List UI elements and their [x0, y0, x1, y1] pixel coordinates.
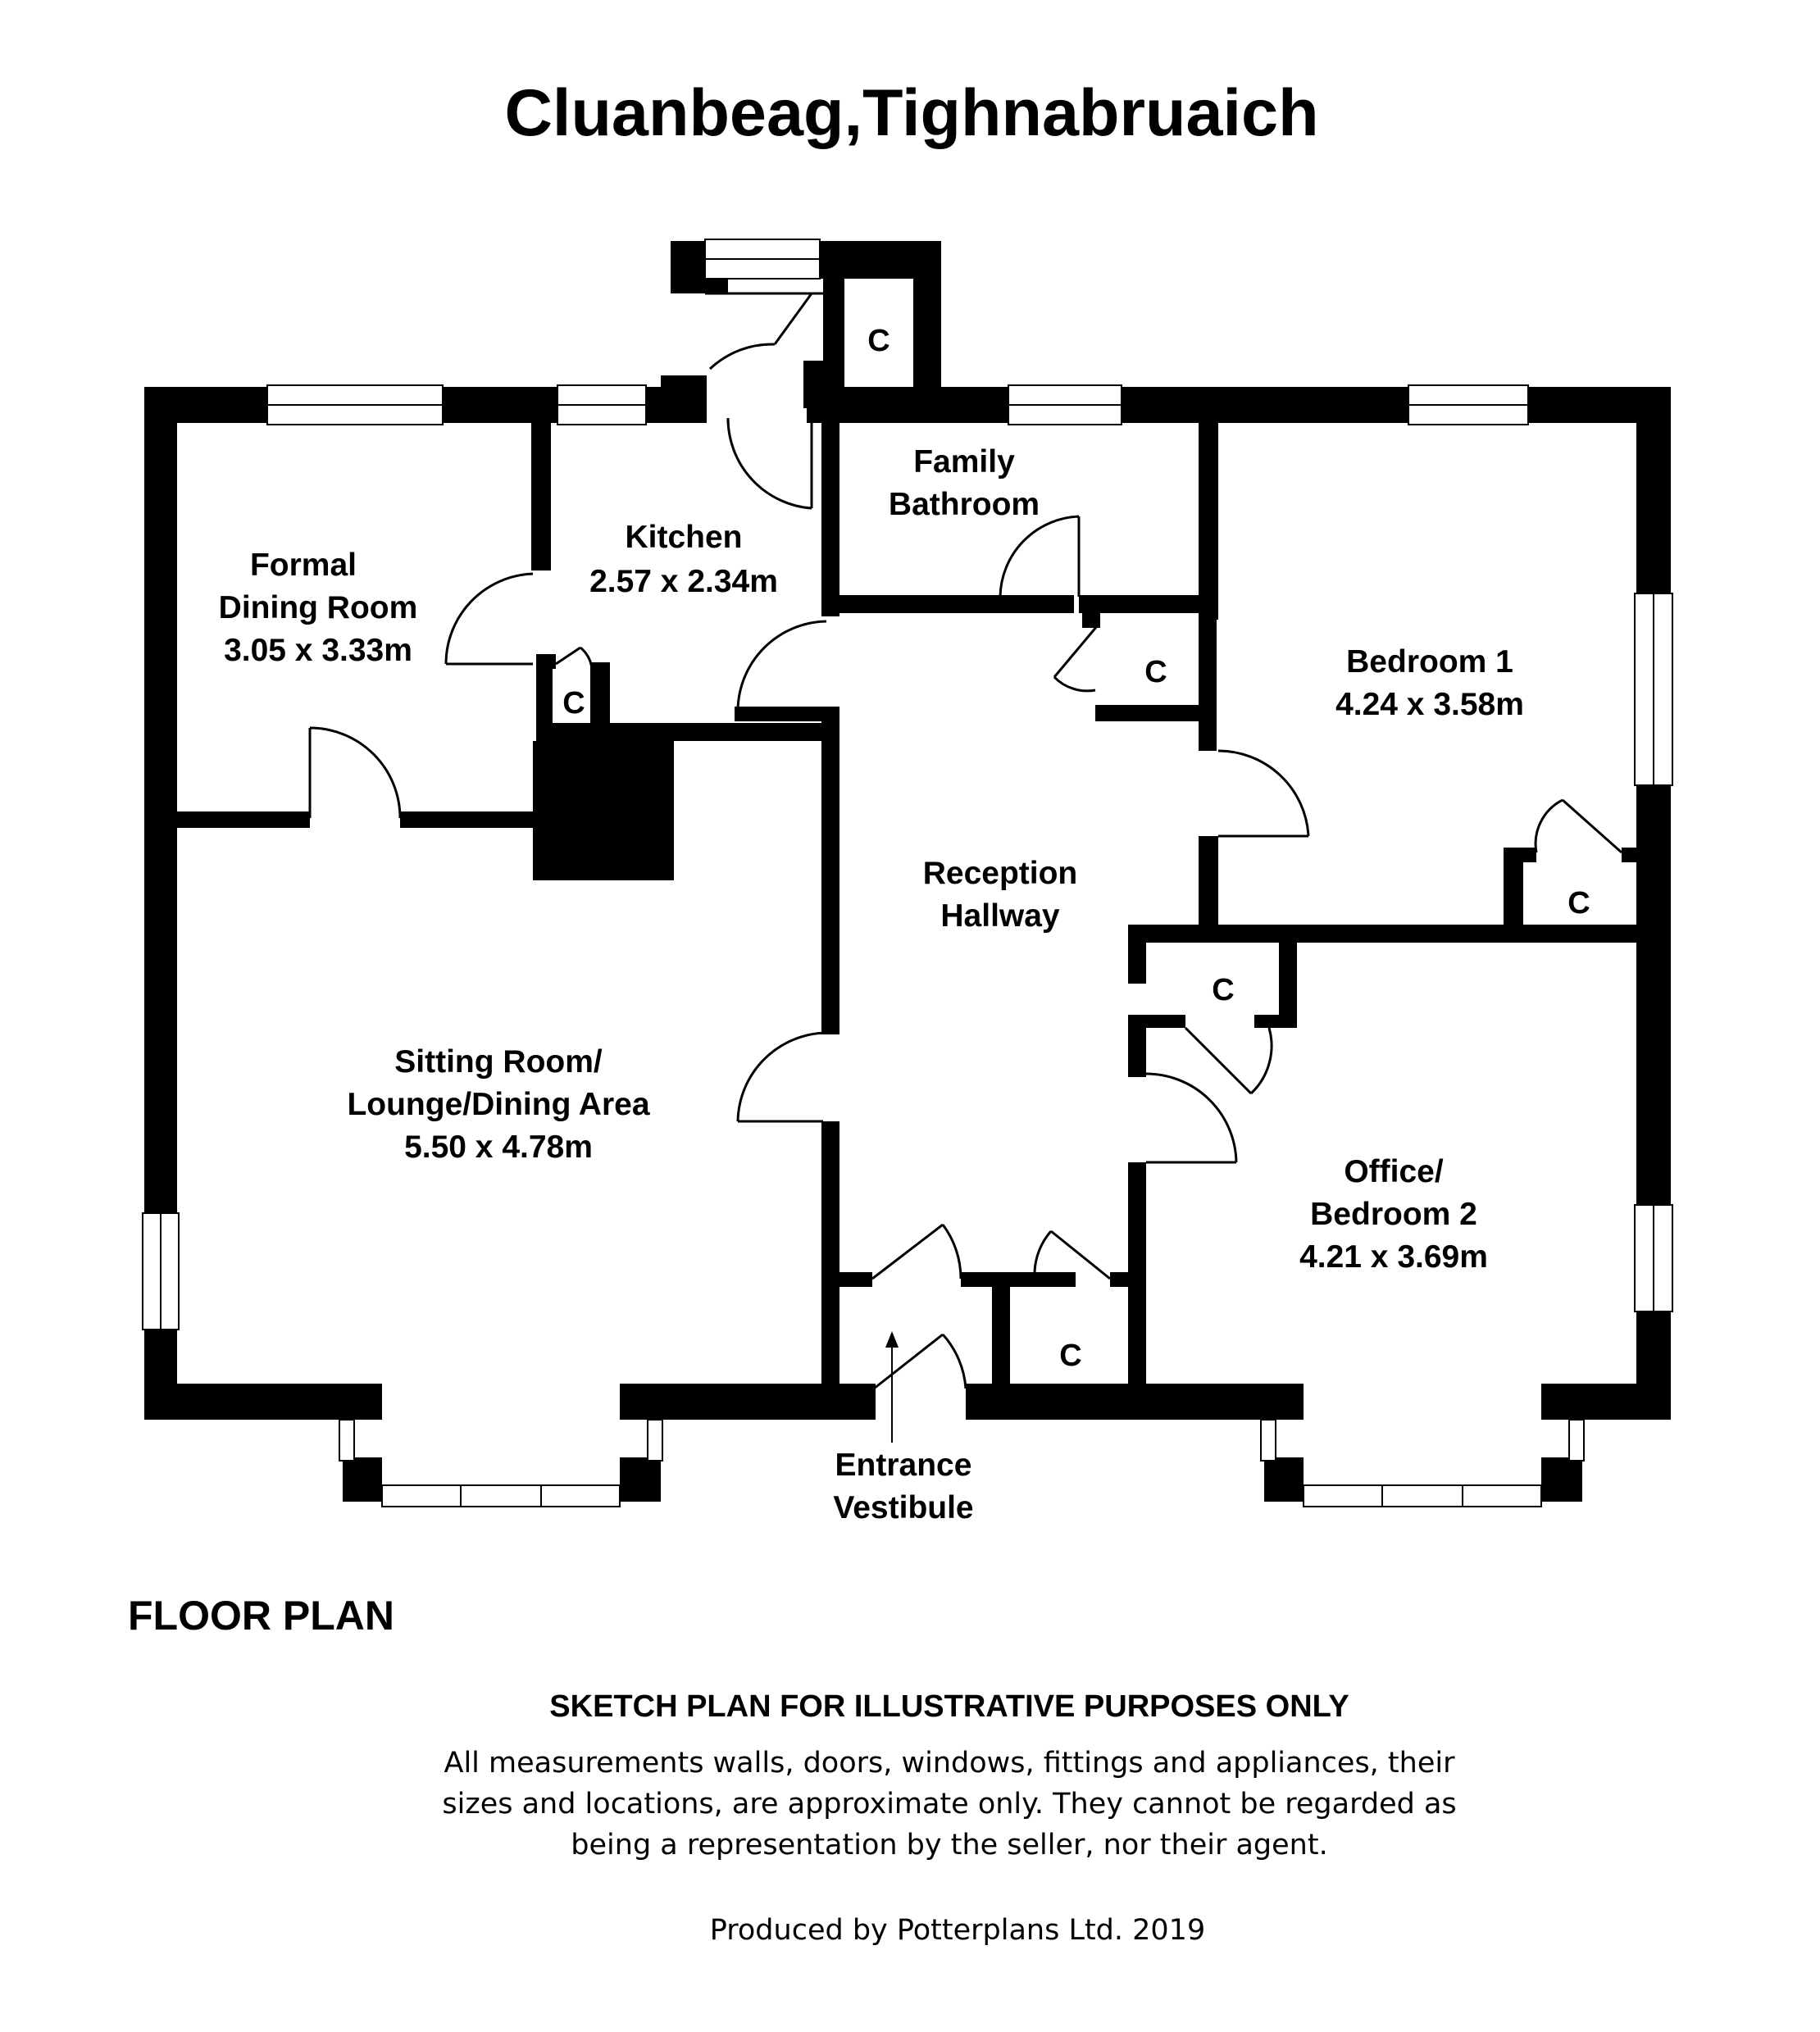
- dining-dimensions: 3.05 x 3.33m: [224, 633, 412, 668]
- bathroom-name-1: Family: [913, 444, 1015, 480]
- hallway-name-1: Reception: [923, 856, 1078, 891]
- hallway-name-2: Hallway: [940, 898, 1060, 934]
- bathroom-name-2: Bathroom: [889, 487, 1040, 522]
- doors: [308, 292, 1622, 1443]
- producer-credit: Produced by Potterplans Ltd. 2019: [710, 1914, 1205, 1947]
- room-label-vestibule: Entrance Vestibule: [833, 1448, 973, 1525]
- disclaimer-line-2: sizes and locations, are approximate onl…: [442, 1788, 1456, 1821]
- vestibule-name-1: Entrance: [835, 1448, 972, 1483]
- room-label-hallway: Reception Hallway: [923, 856, 1078, 934]
- rear-projection-walls: [671, 241, 941, 423]
- room-label-office: Office/ Bedroom 2 4.21 x 3.69m: [1299, 1154, 1488, 1275]
- office-name-2: Bedroom 2: [1310, 1197, 1477, 1232]
- room-label-kitchen: Kitchen 2.57 x 2.34m: [589, 520, 778, 599]
- cupboard-label-rear: C: [867, 324, 890, 358]
- floor-plan-label: FLOOR PLAN: [128, 1593, 394, 1639]
- sitting-name-2: Lounge/Dining Area: [347, 1087, 649, 1122]
- bedroom1-dimensions: 4.24 x 3.58m: [1335, 687, 1524, 722]
- sitting-dimensions: 5.50 x 4.78m: [404, 1130, 593, 1165]
- page-title: Cluanbeag,Tighnabruaich: [504, 76, 1318, 150]
- cupboard-labels: C C C C C C: [562, 324, 1590, 1373]
- disclaimer-line-1: All measurements walls, doors, windows, …: [444, 1747, 1456, 1780]
- room-label-bathroom: Family Bathroom: [889, 444, 1040, 522]
- room-label-bedroom1: Bedroom 1 4.24 x 3.58m: [1335, 644, 1524, 722]
- windows: [142, 239, 1673, 1330]
- disclaimer-line-3: being a representation by the seller, no…: [571, 1829, 1327, 1862]
- interior-walls: [144, 423, 1671, 1385]
- cupboard-label-hall: C: [1144, 655, 1167, 689]
- kitchen-name: Kitchen: [625, 520, 742, 555]
- vestibule-name-2: Vestibule: [833, 1490, 973, 1525]
- sitting-name-1: Sitting Room/: [394, 1044, 603, 1080]
- kitchen-dimensions: 2.57 x 2.34m: [589, 564, 778, 599]
- dining-name-1: Formal: [250, 548, 357, 583]
- office-name-1: Office/: [1344, 1154, 1444, 1189]
- room-label-sitting: Sitting Room/ Lounge/Dining Area 5.50 x …: [347, 1044, 649, 1165]
- bay-windows: [339, 1384, 1585, 1507]
- office-dimensions: 4.21 x 3.69m: [1299, 1239, 1488, 1275]
- bedroom1-name: Bedroom 1: [1346, 644, 1513, 680]
- room-label-dining: Formal Dining Room 3.05 x 3.33m: [219, 548, 418, 668]
- cupboard-label-office: C: [1212, 973, 1234, 1007]
- disclaimer-heading: SKETCH PLAN FOR ILLUSTRATIVE PURPOSES ON…: [549, 1689, 1349, 1724]
- dining-name-2: Dining Room: [219, 590, 418, 625]
- cupboard-label-vestibule: C: [1059, 1339, 1081, 1373]
- cupboard-label-bedroom1: C: [1567, 886, 1590, 921]
- cupboard-label-kitchen: C: [562, 686, 585, 721]
